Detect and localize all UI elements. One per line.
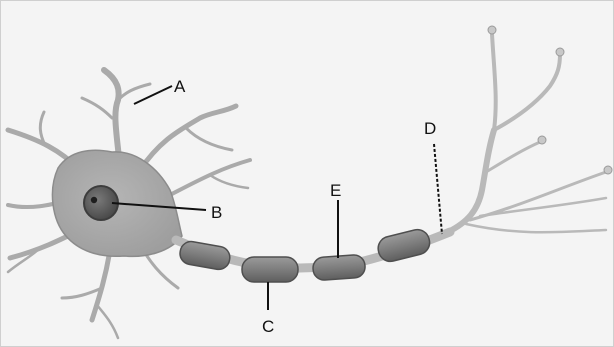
label-d: D (424, 119, 436, 138)
axon-terminals (448, 34, 606, 232)
terminal-lowest (480, 198, 606, 216)
terminal-top (492, 34, 496, 130)
myelin-segment (376, 227, 433, 264)
dendrite-right (160, 160, 250, 200)
dendrite-top-right-branch (186, 128, 232, 150)
dendrite-right-branch (210, 175, 248, 188)
terminal-bottom (466, 224, 606, 232)
myelin-segment (178, 240, 231, 271)
terminal-mid (486, 142, 540, 172)
label-a: A (174, 77, 186, 96)
terminal-knob (604, 166, 612, 174)
terminal-top-right (494, 54, 560, 130)
terminal-knob (538, 136, 546, 144)
terminal-lower (470, 172, 606, 220)
dendrite-top-right (140, 106, 236, 170)
terminal-knobs (488, 26, 612, 174)
label-b: B (211, 203, 222, 222)
label-c: C (262, 317, 274, 336)
terminal-main (448, 130, 494, 232)
terminal-knob (488, 26, 496, 34)
myelin-segment (242, 257, 298, 282)
myelin-segment (312, 254, 365, 281)
nucleolus (91, 197, 97, 203)
terminal-knob (556, 48, 564, 56)
dendrite-bottom-branch-b (97, 305, 118, 338)
dendrite-top-branch-b (82, 98, 112, 118)
myelin-sheath (178, 227, 432, 282)
pointer-d (434, 144, 442, 234)
pointer-a (134, 86, 172, 104)
label-e: E (330, 181, 341, 200)
dendrite-bottom-branch-a (62, 288, 102, 298)
